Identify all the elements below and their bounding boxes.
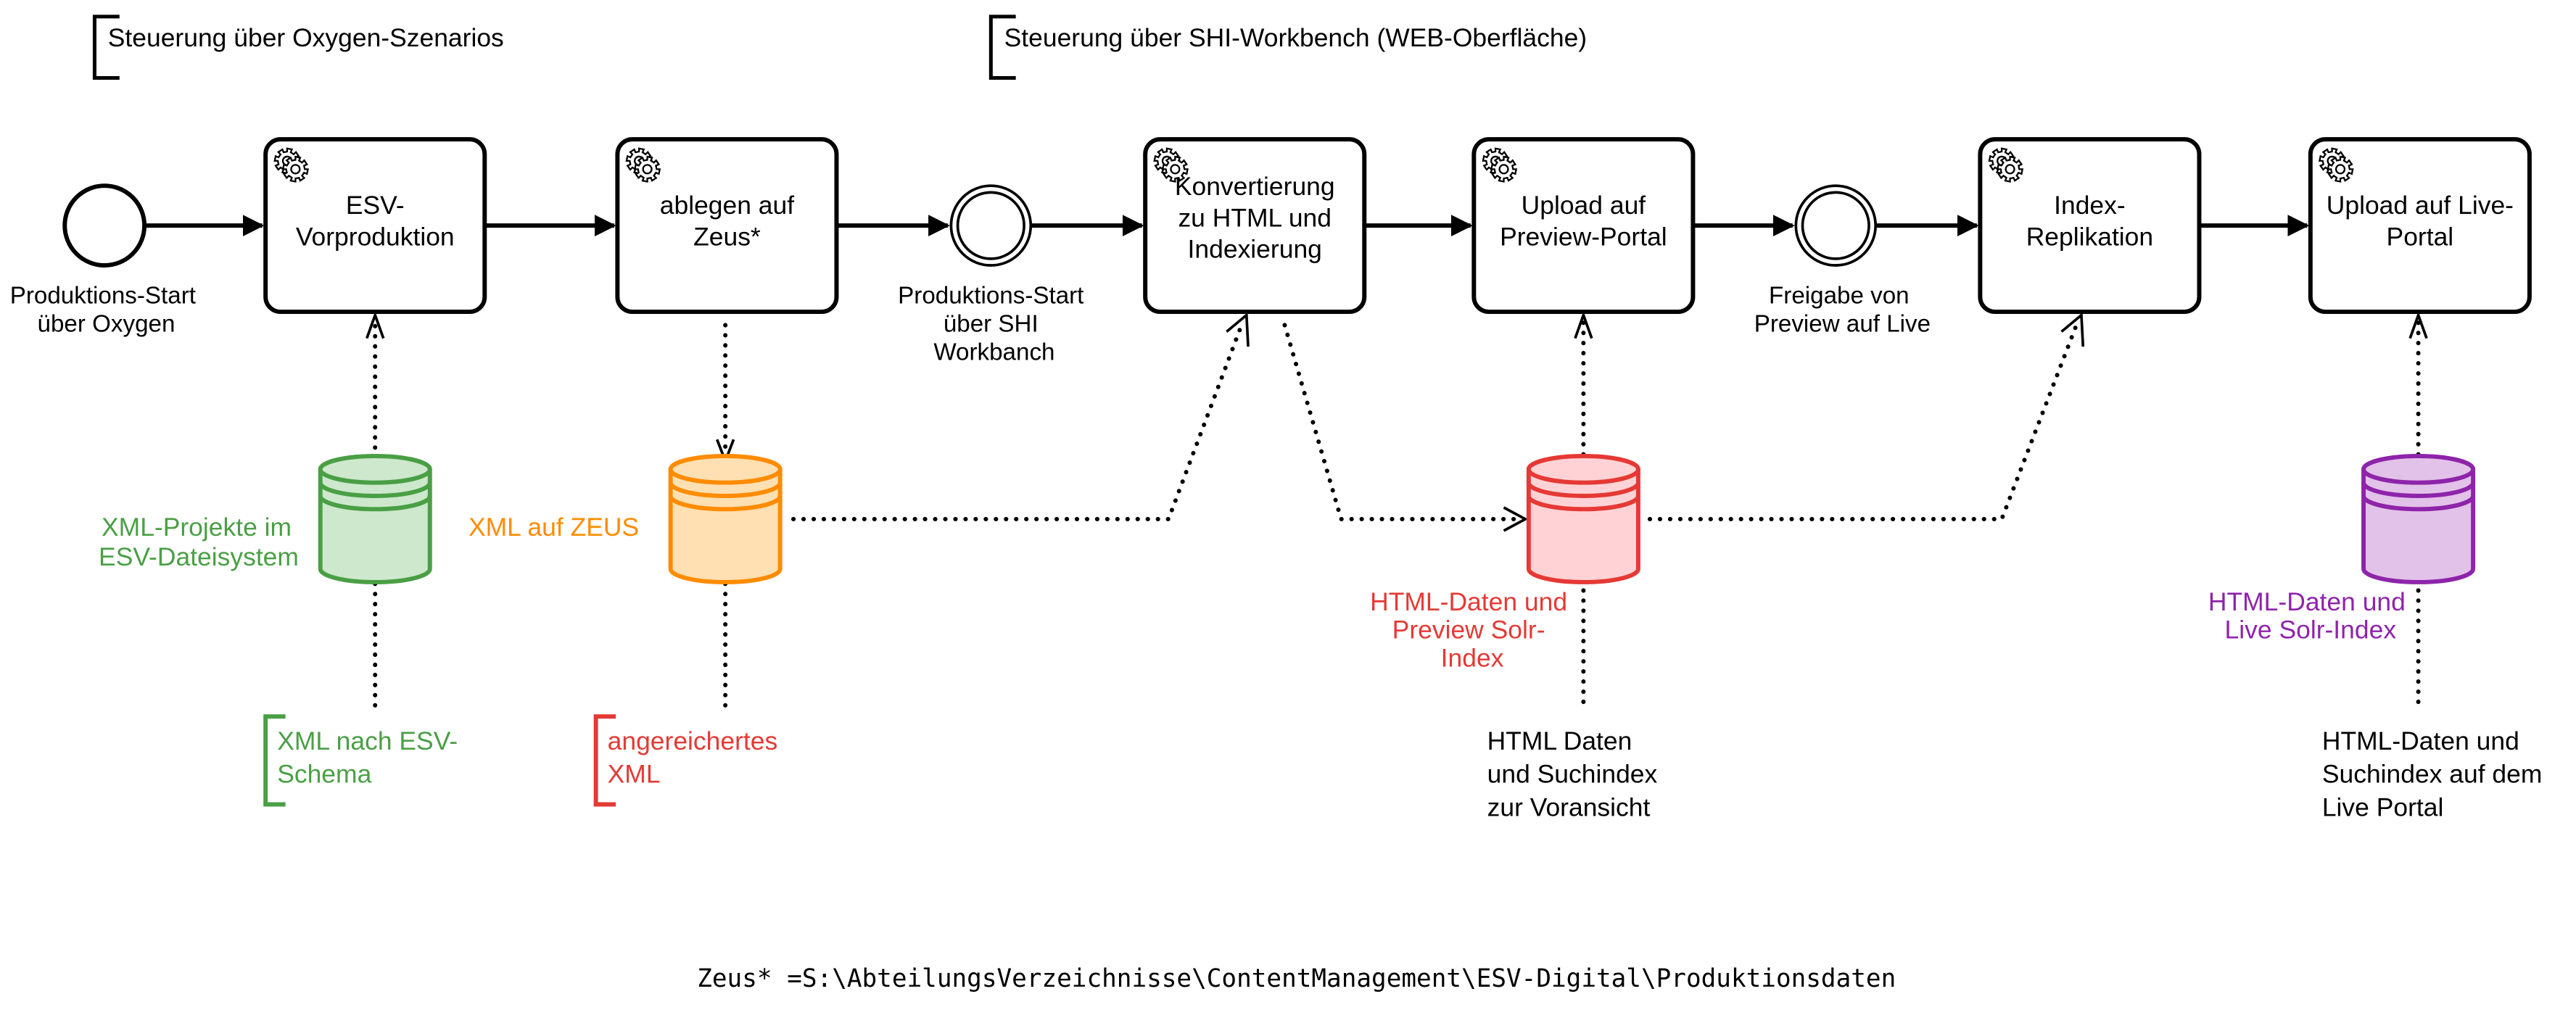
gear-icon (273, 147, 309, 183)
annotation-purple: HTML-Daten und Suchindex auf dem Live Po… (2322, 726, 2549, 821)
datastore-3[interactable] (2361, 454, 2476, 584)
datastore-label-red: HTML-Daten und Preview Solr- Index (1370, 587, 1574, 673)
datastore-label-purple: HTML-Daten und Live Solr-Index (2208, 587, 2413, 645)
datastore-label-orange: XML auf ZEUS (468, 513, 639, 542)
datastore-label-green: XML-Projekte im ESV-Dateisystem (99, 513, 299, 571)
intermediate-event-inner (956, 191, 1025, 260)
gear-icon (1153, 147, 1189, 183)
event-label: Freigabe von Preview auf Live (1754, 283, 1931, 338)
gear-icon (625, 147, 661, 183)
open-arrow-icon (1226, 312, 1250, 347)
open-arrow-icon (1574, 311, 1593, 339)
gear-icon (2319, 147, 2354, 183)
datastore-1[interactable] (668, 454, 783, 584)
annotation-text: HTML Daten und Suchindex zur Voransicht (1487, 726, 1664, 821)
associations (366, 311, 2428, 713)
open-arrow-icon (2408, 311, 2428, 339)
annotation-text: angereichertes XML (608, 726, 785, 789)
task-box[interactable] (2308, 137, 2532, 315)
annotation-text: XML nach ESV- Schema (277, 726, 465, 789)
assoc-konvertierung-to-red (1282, 323, 1516, 521)
bracket-icon (988, 14, 1016, 80)
task-0[interactable]: ESV-Vorproduktion (263, 137, 487, 315)
task-label: Index-Replikation (2026, 191, 2153, 251)
assoc-red-to-replikation (1647, 323, 2079, 521)
bracket-icon (593, 714, 616, 807)
open-arrow-icon (366, 311, 385, 339)
task-label: ESV-Vorproduktion (296, 191, 455, 251)
start-event-circle[interactable] (62, 183, 147, 268)
task-5[interactable]: Upload auf Live-Portal (2308, 137, 2532, 315)
header-label: Steuerung über SHI-Workbench (WEB-Oberfl… (1004, 23, 1587, 52)
event-start-shi[interactable]: Produktions-Start über SHI Workbanch (898, 184, 1090, 366)
header-oxygen: Steuerung über Oxygen-Szenarios (92, 14, 504, 80)
annotation-orange: angereichertes XML (593, 714, 785, 807)
intermediate-event-inner (1801, 191, 1870, 260)
event-label: Produktions-Start über Oxygen (10, 283, 202, 338)
datastore-0[interactable] (318, 454, 432, 584)
task-label: Upload auf Live-Portal (2327, 191, 2514, 251)
assoc-orange-to-konvertierung (791, 323, 1244, 521)
header-label: Steuerung über Oxygen-Szenarios (108, 23, 504, 52)
task-box[interactable] (1978, 137, 2202, 315)
event-freigabe[interactable]: Freigabe von Preview auf Live (1754, 184, 1931, 338)
gear-icon (1988, 147, 2024, 183)
datastores (318, 454, 2476, 584)
bracket-icon (263, 714, 286, 807)
event-label: Produktions-Start über SHI Workbanch (898, 283, 1090, 366)
annotation-text: HTML-Daten und Suchindex auf dem Live Po… (2322, 726, 2549, 821)
bracket-icon (92, 14, 120, 80)
task-box[interactable] (1143, 137, 1367, 315)
header-shi-workbench: Steuerung über SHI-Workbench (WEB-Oberfl… (988, 14, 1587, 80)
annotations: XML nach ESV- Schema angereichertes XML … (263, 714, 2549, 821)
gear-icon (1482, 147, 1518, 183)
open-arrow-icon (1503, 506, 1529, 532)
annotation-green: XML nach ESV- Schema (263, 714, 465, 807)
datastore-2[interactable] (1526, 454, 1640, 584)
datastore-labels: XML-Projekte im ESV-Dateisystem XML auf … (99, 513, 2413, 673)
annotation-red: HTML Daten und Suchindex zur Voransicht (1487, 726, 1664, 821)
open-arrow-icon (2060, 312, 2085, 347)
zeus-path-footnote: Zeus* =S:\AbteilungsVerzeichnisse\Conten… (697, 964, 1896, 993)
event-start-oxygen[interactable]: Produktions-Start über Oxygen (10, 183, 202, 338)
task-box[interactable] (615, 137, 839, 315)
task-4[interactable]: Index-Replikation (1978, 137, 2202, 315)
